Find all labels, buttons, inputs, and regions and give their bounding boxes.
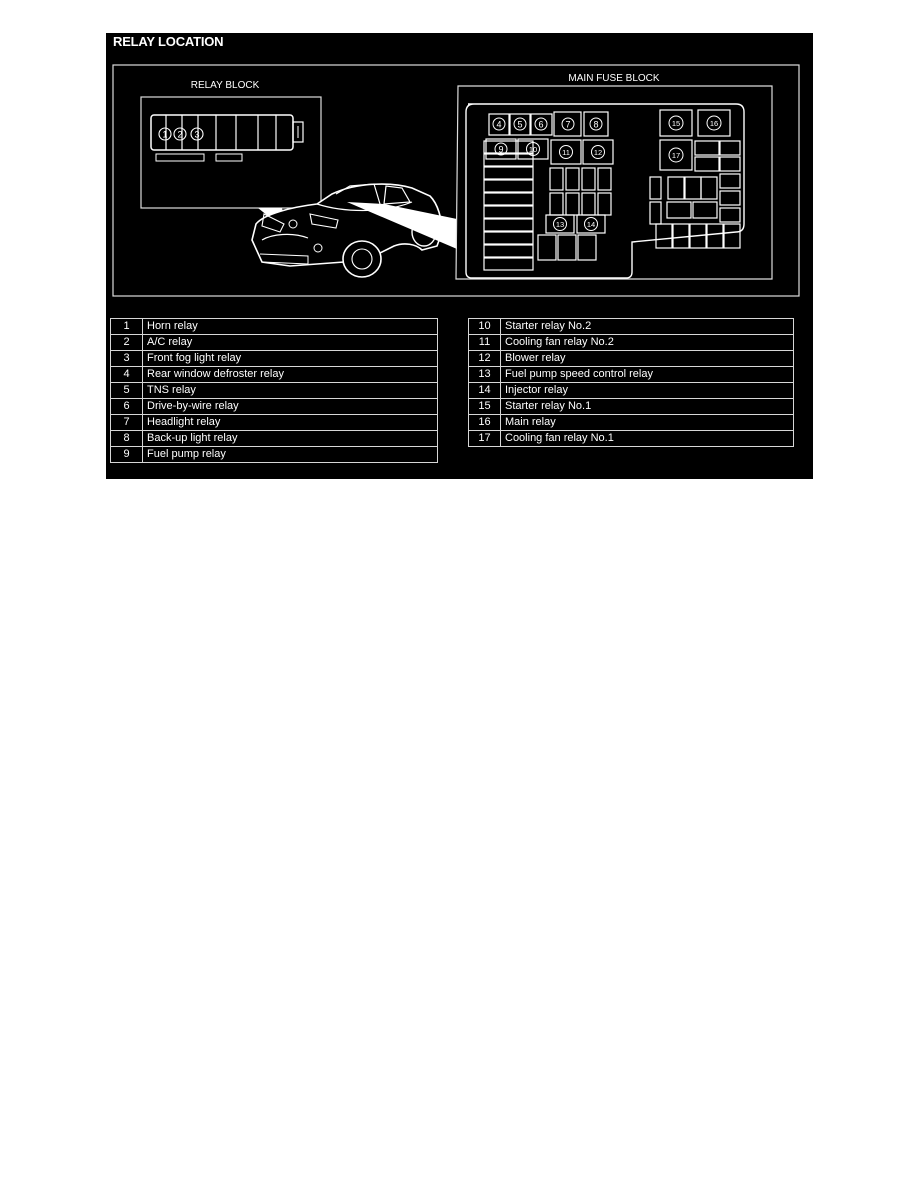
legend-name: Starter relay No.1 bbox=[500, 398, 794, 415]
legend-name: Front fog light relay bbox=[142, 350, 438, 367]
svg-text:16: 16 bbox=[710, 119, 718, 128]
svg-text:11: 11 bbox=[562, 148, 570, 157]
relay-marker-4: 4 bbox=[488, 113, 510, 136]
legend-number: 14 bbox=[468, 382, 501, 399]
relay-marker-7: 7 bbox=[553, 111, 582, 137]
svg-text:7: 7 bbox=[565, 120, 570, 130]
legend-number: 2 bbox=[110, 334, 143, 351]
relay-marker-11: 11 bbox=[550, 139, 582, 165]
relay-marker-1: 1 bbox=[158, 127, 172, 141]
legend-name: Main relay bbox=[500, 414, 794, 431]
relay-marker-15: 15 bbox=[659, 109, 693, 137]
legend-name: Starter relay No.2 bbox=[500, 318, 794, 335]
relay-marker-12: 12 bbox=[582, 139, 614, 165]
relay-location-figure: RELAY LOCATION RELAY BLOCK 1 2 3 bbox=[106, 33, 813, 479]
svg-text:13: 13 bbox=[556, 220, 564, 229]
relay-marker-9: 9 bbox=[485, 138, 517, 160]
legend-number: 1 bbox=[110, 318, 143, 335]
legend-name: Headlight relay bbox=[142, 414, 438, 431]
svg-text:14: 14 bbox=[587, 220, 595, 229]
legend-name: Horn relay bbox=[142, 318, 438, 335]
legend-number: 3 bbox=[110, 350, 143, 367]
svg-text:17: 17 bbox=[672, 151, 680, 160]
main-fuse-block: MAIN FUSE BLOCK bbox=[455, 73, 773, 280]
svg-text:6: 6 bbox=[538, 120, 543, 130]
svg-text:9: 9 bbox=[498, 145, 503, 155]
relay-marker-6: 6 bbox=[530, 113, 553, 136]
relay-marker-10: 10 bbox=[517, 138, 549, 160]
svg-text:5: 5 bbox=[517, 120, 522, 130]
svg-text:15: 15 bbox=[672, 119, 680, 128]
legend-number: 13 bbox=[468, 366, 501, 383]
legend-name: Back-up light relay bbox=[142, 430, 438, 447]
svg-text:3: 3 bbox=[194, 130, 199, 140]
legend-name: Rear window defroster relay bbox=[142, 366, 438, 383]
legend-number: 4 bbox=[110, 366, 143, 383]
relay-location-diagram: RELAY BLOCK 1 2 3 bbox=[112, 64, 800, 297]
legend-number: 8 bbox=[110, 430, 143, 447]
legend-number: 16 bbox=[468, 414, 501, 431]
relay-marker-2: 2 bbox=[173, 127, 187, 141]
relay-marker-14: 14 bbox=[576, 214, 606, 234]
svg-text:4: 4 bbox=[496, 120, 501, 130]
main-fuse-pointer bbox=[347, 202, 457, 249]
svg-text:2: 2 bbox=[177, 130, 182, 140]
legend-number: 5 bbox=[110, 382, 143, 399]
legend-name: Fuel pump relay bbox=[142, 446, 438, 463]
relay-marker-16: 16 bbox=[697, 109, 731, 137]
legend-number: 10 bbox=[468, 318, 501, 335]
legend-number: 12 bbox=[468, 350, 501, 367]
relay-marker-3: 3 bbox=[190, 127, 204, 141]
legend-number: 6 bbox=[110, 398, 143, 415]
legend-number: 15 bbox=[468, 398, 501, 415]
legend-name: Blower relay bbox=[500, 350, 794, 367]
legend-name: Cooling fan relay No.2 bbox=[500, 334, 794, 351]
relay-marker-5: 5 bbox=[509, 113, 531, 136]
svg-text:1: 1 bbox=[162, 130, 167, 140]
main-fuse-block-label: MAIN FUSE BLOCK bbox=[568, 73, 659, 84]
svg-text:8: 8 bbox=[593, 120, 598, 130]
legend-name: Cooling fan relay No.1 bbox=[500, 430, 794, 447]
svg-text:10: 10 bbox=[529, 145, 537, 154]
legend-name: Injector relay bbox=[500, 382, 794, 399]
legend-number: 11 bbox=[468, 334, 501, 351]
relay-marker-13: 13 bbox=[545, 214, 575, 234]
legend-name: Drive-by-wire relay bbox=[142, 398, 438, 415]
legend-name: Fuel pump speed control relay bbox=[500, 366, 794, 383]
figure-title: RELAY LOCATION bbox=[113, 34, 224, 49]
svg-text:12: 12 bbox=[594, 148, 602, 157]
legend-number: 17 bbox=[468, 430, 501, 447]
car-illustration bbox=[251, 183, 457, 278]
relay-block-label: RELAY BLOCK bbox=[191, 80, 260, 91]
legend-name: A/C relay bbox=[142, 334, 438, 351]
legend-number: 7 bbox=[110, 414, 143, 431]
relay-marker-8: 8 bbox=[583, 111, 609, 137]
legend-number: 9 bbox=[110, 446, 143, 463]
diagram-frame bbox=[112, 64, 800, 297]
relay-marker-17: 17 bbox=[659, 139, 693, 171]
legend-name: TNS relay bbox=[142, 382, 438, 399]
